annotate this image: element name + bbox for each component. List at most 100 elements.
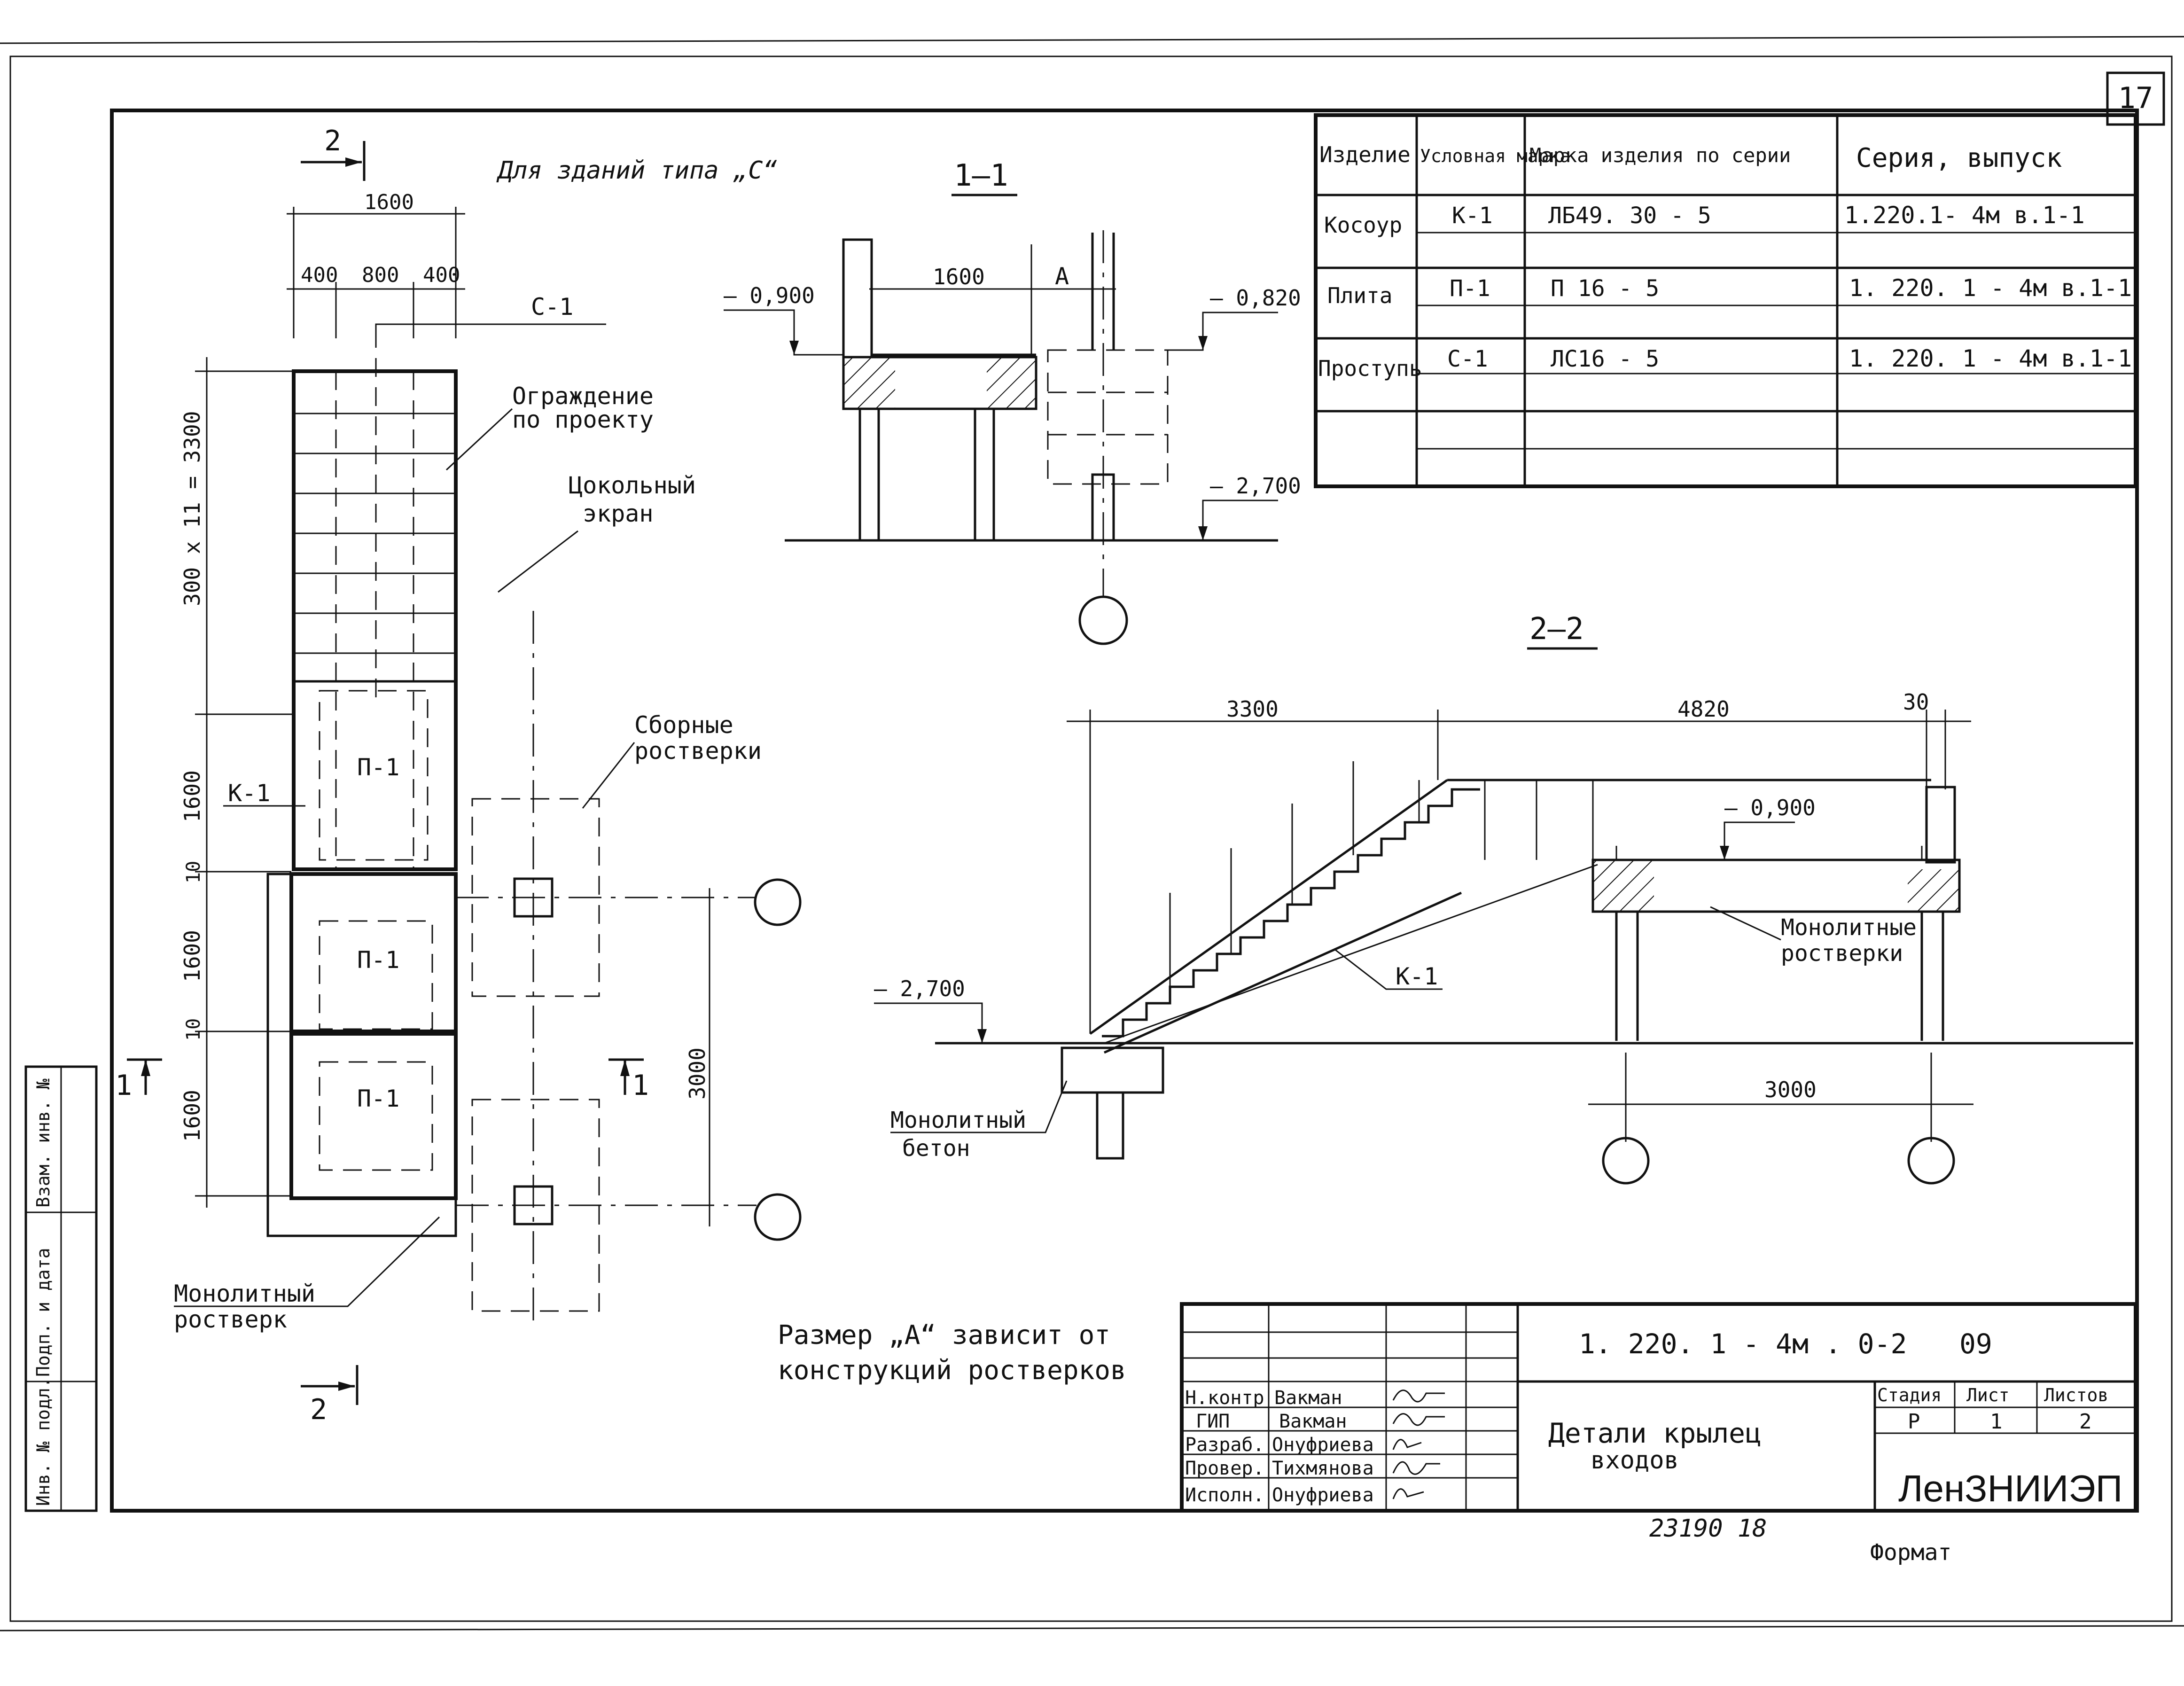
spec-row3-item: Проступь bbox=[1318, 356, 1422, 381]
spec-row1-series-mark: ЛБ49. 30 - 5 bbox=[1548, 203, 1711, 229]
plan-label-screen-2: экран bbox=[583, 500, 654, 527]
section-2-2-level-top: – 0,900 bbox=[1724, 795, 1816, 820]
drawing-frame bbox=[110, 109, 2139, 1513]
title-person-5: Онуфриева bbox=[1272, 1484, 1374, 1506]
section-2-2: 2—2 3300 4820 30 bbox=[874, 612, 2133, 1185]
plan-dim-1600-top: 1600 bbox=[364, 190, 414, 214]
plan-section-2-bottom: 2 bbox=[310, 1393, 327, 1426]
section-2-2-label-k1: К-1 bbox=[1396, 963, 1438, 990]
title-stage: Р bbox=[1908, 1410, 1920, 1434]
plan-label-monolith-2: ростверк bbox=[174, 1306, 287, 1333]
plan-label-prefab-1: Сборные bbox=[634, 711, 733, 739]
plan-dim-1600-a: 1600 bbox=[179, 770, 205, 822]
plan-label-fence-2: по проекту bbox=[512, 406, 654, 433]
section-1-1-title: 1—1 bbox=[954, 158, 1008, 193]
title-role-2: ГИП bbox=[1196, 1411, 1230, 1432]
title-role-1: Н.контр bbox=[1185, 1387, 1264, 1409]
section-1-1-level-ground: – 2,700 bbox=[1210, 473, 1301, 499]
format-label: Формат bbox=[1870, 1539, 1951, 1566]
signatures bbox=[1392, 1389, 1445, 1499]
spec-header-item: Изделие bbox=[1319, 142, 1411, 167]
note-size-a-line2: конструкций ростверков bbox=[778, 1355, 1126, 1386]
section-2-2-dim-30: 30 bbox=[1903, 689, 1929, 715]
spec-table: Изделие Условная марка Марка изделия по … bbox=[1314, 113, 2137, 488]
plan-dim-400-left: 400 bbox=[301, 263, 338, 287]
section-2-2-grillage-2: ростверки bbox=[1781, 940, 1903, 967]
bottom-stamp: 23190 18 bbox=[1649, 1514, 1767, 1543]
spec-row1-item: Косоур bbox=[1324, 212, 1402, 238]
plan-dim-10-b: 10 bbox=[183, 1018, 204, 1041]
plan-dim-1600-c: 1600 bbox=[179, 1090, 205, 1142]
title-sheets-header: Листов bbox=[2044, 1385, 2108, 1405]
spec-row2-mark: П-1 bbox=[1450, 275, 1490, 302]
spec-row2-item: Плита bbox=[1327, 283, 1392, 308]
title-person-1: Вакман bbox=[1274, 1387, 1342, 1409]
title-sheet-header: Лист bbox=[1966, 1385, 2010, 1405]
title-role-4: Провер. bbox=[1185, 1458, 1264, 1479]
section-1-1-dim-1600: 1600 bbox=[933, 264, 985, 289]
title-code: 1. 220. 1 - 4м . 0-2 bbox=[1579, 1328, 1907, 1360]
section-1-1-dim-a: А bbox=[1055, 263, 1069, 290]
section-2-2-concrete-1: Монолитный bbox=[890, 1107, 1026, 1133]
plan-label-c1: С-1 bbox=[531, 293, 573, 320]
title-org: ЛенЗНИИЭП bbox=[1898, 1467, 2122, 1509]
sheet-number: 17 bbox=[2118, 81, 2153, 115]
title-stage-header: Стадия bbox=[1877, 1385, 1942, 1405]
spec-header-series: Серия, выпуск bbox=[1856, 143, 2062, 173]
title-sheet: 1 bbox=[1990, 1410, 2003, 1434]
plan-label-p1-b: П-1 bbox=[357, 1085, 399, 1112]
section-2-2-title: 2—2 bbox=[1529, 612, 1584, 647]
plan-section-1-left: 1 bbox=[115, 1069, 132, 1102]
plan-label-screen-1: Цокольный bbox=[569, 472, 696, 499]
plan-dim-800: 800 bbox=[362, 263, 399, 287]
spec-row3-series-mark: ЛС16 - 5 bbox=[1551, 346, 1659, 372]
plan-section-1-right: 1 bbox=[632, 1069, 649, 1102]
plan-label-monolith-1: Монолитный bbox=[174, 1280, 315, 1307]
plan-dim-3300: 300 x 11 = 3300 bbox=[179, 411, 205, 606]
section-1-1-level-right: – 0,820 bbox=[1210, 285, 1301, 311]
plan-label-p1-stair: П-1 bbox=[357, 754, 399, 781]
plan-dim-3000: 3000 bbox=[685, 1047, 710, 1100]
spec-row1-series: 1.220.1- 4м в.1-1 bbox=[1844, 202, 2085, 229]
section-2-2-dim-4820: 4820 bbox=[1677, 696, 1730, 722]
plan-section-2-top: 2 bbox=[324, 125, 341, 157]
spec-row1-mark: К-1 bbox=[1452, 203, 1493, 229]
plan-dim-400-right: 400 bbox=[423, 263, 460, 287]
section-1-1: 1—1 1600 А – 0,900 – 0,820 – 2,700 bbox=[724, 158, 1301, 645]
title-role-5: Исполн. bbox=[1185, 1484, 1264, 1506]
spec-header-series-mark: Марка изделия по серии bbox=[1529, 144, 1791, 167]
side-stamp-vzam: Взам. инв. № bbox=[33, 1078, 54, 1208]
plan-label-prefab-2: ростверки bbox=[634, 737, 762, 765]
title-sheet-no: 09 bbox=[1959, 1328, 1992, 1360]
section-2-2-grillage-1: Монолитные bbox=[1781, 914, 1917, 941]
plan-dim-10-a: 10 bbox=[183, 861, 204, 883]
section-2-2-dim-3300: 3300 bbox=[1226, 696, 1279, 722]
title-block: 1. 220. 1 - 4м . 0-2 09 Детали крылец вх… bbox=[1180, 1302, 2137, 1513]
title-person-3: Онуфриева bbox=[1272, 1434, 1374, 1456]
title-person-2: Вакман bbox=[1279, 1411, 1347, 1432]
section-2-2-dim-3000: 3000 bbox=[1764, 1077, 1817, 1102]
plan-label-p1-a: П-1 bbox=[357, 946, 399, 974]
plan-view: 2 2 1 1 1600 400 800 400 bbox=[115, 125, 802, 1426]
spec-header-mark: Условная марка bbox=[1420, 146, 1570, 166]
side-stamp-inv-podl: Инв. № подл. bbox=[33, 1377, 54, 1506]
spec-row2-series-mark: П 16 - 5 bbox=[1551, 275, 1659, 302]
section-2-2-concrete-2: бетон bbox=[902, 1135, 970, 1162]
spec-row2-series: 1. 220. 1 - 4м в.1-1 bbox=[1849, 274, 2132, 302]
spec-row3-mark: С-1 bbox=[1447, 346, 1488, 372]
spec-row3-series: 1. 220. 1 - 4м в.1-1 bbox=[1849, 345, 2132, 372]
plan-label-k1: К-1 bbox=[228, 780, 270, 807]
note-size-a-line1: Размер „А“ зависит от bbox=[778, 1320, 1110, 1350]
plan-dim-1600-b: 1600 bbox=[179, 930, 205, 982]
plan-label-fence-1: Ограждение bbox=[512, 382, 654, 410]
title-name-2: входов bbox=[1591, 1446, 1679, 1475]
section-1-1-level-left: – 0,900 bbox=[724, 283, 815, 308]
side-stamp-podp: Подп. и дата bbox=[33, 1248, 54, 1377]
title-name-1: Детали крылец bbox=[1548, 1417, 1762, 1449]
side-stamp: Инв. № подл. Подп. и дата Взам. инв. № bbox=[24, 1065, 98, 1512]
title-role-3: Разраб. bbox=[1185, 1434, 1264, 1456]
title-sheets: 2 bbox=[2079, 1410, 2092, 1434]
section-2-2-level-ground: – 2,700 bbox=[874, 976, 965, 1001]
sheet-outer-border bbox=[9, 55, 2173, 1622]
